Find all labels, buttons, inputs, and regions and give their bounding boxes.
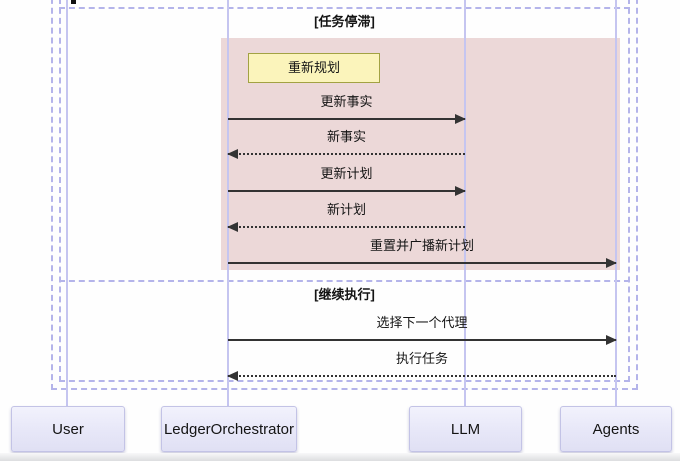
- note-box: 重新规划: [248, 53, 380, 83]
- message-new-plan: 新计划: [227, 201, 465, 233]
- message-update-plan: 更新计划: [228, 165, 466, 197]
- message-line: [228, 262, 616, 264]
- arrowhead-left-icon: [227, 222, 238, 232]
- actor-label: User: [52, 420, 84, 438]
- lifeline-ledgerorchestrator: [227, 0, 229, 406]
- message-label: 更新计划: [320, 166, 373, 181]
- message-line: [228, 118, 465, 120]
- loop-frame: [51, 0, 638, 390]
- message-line: [228, 153, 465, 155]
- message-label: 更新事实: [320, 94, 373, 109]
- actor-box-user: User: [11, 406, 125, 452]
- message-update-facts: 更新事实: [228, 93, 466, 125]
- note-label: 重新规划: [287, 60, 340, 75]
- arrowhead-left-icon: [227, 371, 238, 381]
- actor-label: LLM: [450, 420, 481, 438]
- arrowhead-right-icon: [606, 335, 617, 345]
- arrowhead-left-icon: [227, 149, 238, 159]
- message-line: [228, 190, 465, 192]
- message-execute-task: 执行任务: [227, 350, 616, 382]
- arrowhead-right-icon: [606, 258, 617, 268]
- clipped-glyph-fragment: [71, 0, 76, 4]
- alt-divider-stalled: [59, 7, 630, 9]
- message-label: 新事实: [326, 129, 366, 144]
- actor-label: LedgerOrchestrator: [163, 420, 295, 438]
- actor-label: Agents: [592, 420, 640, 438]
- actor-box-ledgerorchestrator: LedgerOrchestrator: [161, 406, 297, 452]
- message-select-next-agent: 选择下一个代理: [228, 314, 617, 346]
- message-line: [228, 375, 616, 377]
- lifeline-agents: [615, 0, 617, 406]
- message-reset-broadcast-plan: 重置并广播新计划: [228, 237, 617, 269]
- message-label: 重置并广播新计划: [369, 238, 474, 253]
- message-label: 执行任务: [395, 351, 448, 366]
- message-line: [228, 226, 465, 228]
- actor-box-agents: Agents: [560, 406, 672, 452]
- window-bottom-edge: [0, 453, 680, 461]
- alt-frame: [59, 0, 630, 382]
- message-label: 新计划: [326, 202, 366, 217]
- message-line: [228, 339, 616, 341]
- arrowhead-right-icon: [455, 114, 466, 124]
- message-new-facts: 新事实: [227, 128, 465, 160]
- message-label: 选择下一个代理: [376, 315, 468, 330]
- lifeline-user: [66, 0, 68, 406]
- alt-branch-label-stalled: [任务停滞]: [314, 14, 375, 29]
- alt-branch-label-continue: [继续执行]: [314, 287, 375, 302]
- arrowhead-right-icon: [455, 186, 466, 196]
- alt-divider-continue: [59, 280, 630, 282]
- lifeline-llm: [464, 0, 466, 406]
- actor-box-llm: LLM: [409, 406, 522, 452]
